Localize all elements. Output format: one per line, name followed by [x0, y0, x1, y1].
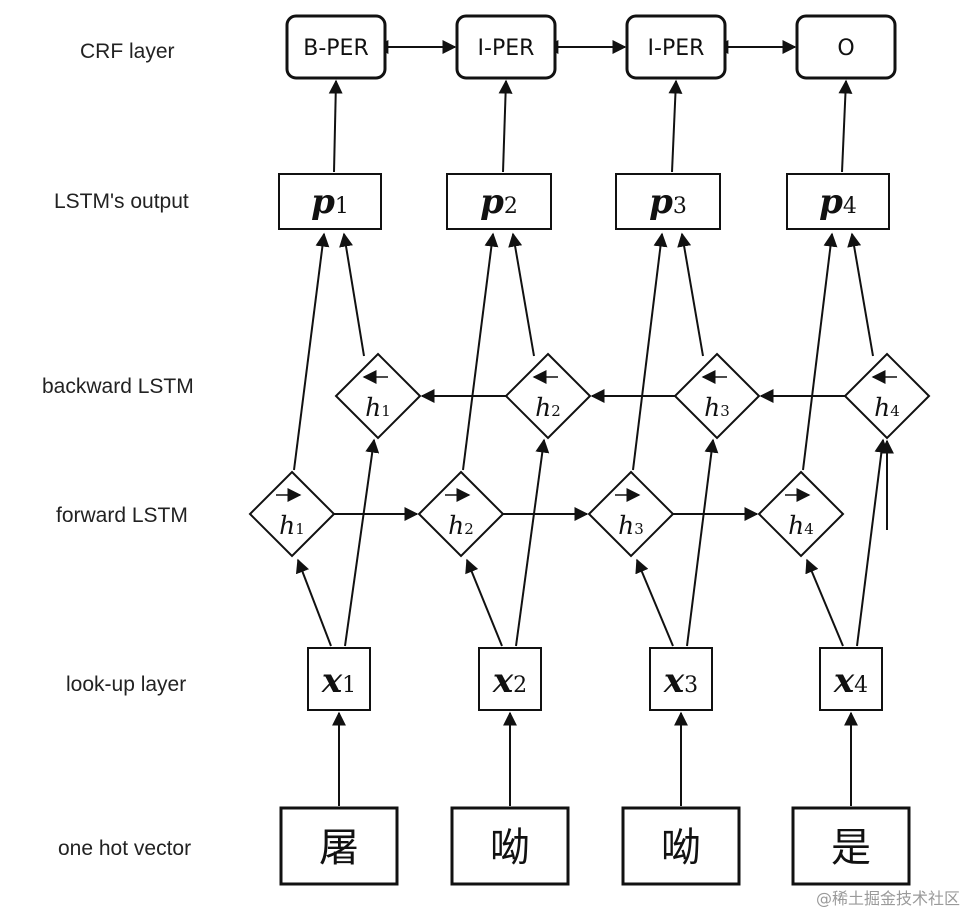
output-box-4 — [786, 173, 890, 230]
crf-tag-4: O — [837, 36, 854, 61]
output-label-2: p2 — [480, 182, 518, 222]
backward-node-3 — [673, 352, 761, 440]
arrow-lookup-to-backward-3 — [686, 438, 719, 647]
arrow-backward-to-output-3 — [677, 232, 704, 357]
crf-tag-1: B-PER — [303, 36, 368, 61]
arrow-output-to-crf-1 — [328, 79, 343, 173]
backward-label-2: h2 — [535, 393, 561, 422]
column-2: I-PER p2 h2 h2 x2 呦 — [417, 14, 592, 886]
arrow-lookup-to-forward-4 — [805, 558, 844, 647]
arrow-forward-to-output-1 — [293, 232, 330, 471]
forward-node-3 — [587, 470, 675, 558]
output-label-4: p4 — [819, 182, 857, 222]
output-box-2 — [446, 173, 552, 230]
onehot-char-4: 是 — [831, 825, 871, 871]
crf-tag-2: I-PER — [478, 36, 535, 61]
onehot-box-3 — [621, 806, 741, 886]
crf-tag-3: I-PER — [648, 36, 705, 61]
crf-tag-box-3 — [625, 14, 727, 80]
crf-tag-box-2 — [455, 14, 557, 80]
label-backward-lstm: backward LSTM — [42, 375, 194, 398]
arrow-forward-to-output-4 — [802, 232, 838, 471]
forward-node-1 — [248, 470, 336, 558]
output-label-1: p1 — [311, 182, 349, 222]
connections — [293, 40, 894, 806]
arrow-lookup-to-forward-3 — [635, 558, 674, 647]
lookup-label-2: x2 — [492, 661, 527, 701]
lookup-label-3: x3 — [663, 661, 698, 701]
arrow-forward-to-output-2 — [462, 232, 499, 471]
lookup-label-1: x1 — [321, 661, 356, 701]
arrow-output-to-crf-2 — [498, 79, 513, 173]
arrow-backward-to-output-1 — [339, 232, 365, 357]
crf-tag-box-4 — [795, 14, 897, 80]
lookup-box-4 — [819, 647, 883, 711]
onehot-box-4 — [791, 806, 911, 886]
arrow-output-to-crf-3 — [668, 79, 683, 173]
label-lookup-layer: look-up layer — [66, 673, 186, 696]
label-lstm-output: LSTM's output — [54, 190, 189, 213]
output-box-1 — [278, 173, 382, 230]
onehot-char-2: 呦 — [490, 825, 530, 871]
arrow-forward-to-output-3 — [632, 232, 668, 471]
forward-label-1: h1 — [279, 511, 305, 540]
label-crf-layer: CRF layer — [80, 40, 175, 63]
backward-label-1: h1 — [365, 393, 391, 422]
lookup-box-3 — [649, 647, 713, 711]
forward-label-3: h3 — [618, 511, 644, 540]
lookup-label-4: x4 — [833, 661, 868, 701]
onehot-box-1 — [279, 806, 399, 886]
backward-node-2 — [504, 352, 592, 440]
arrow-lookup-to-forward-1 — [295, 558, 332, 647]
column-4: O p4 h4 h4 x4 是 — [757, 14, 931, 886]
arrow-backward-to-output-2 — [508, 232, 535, 357]
label-one-hot-vector: one hot vector — [58, 837, 191, 860]
backward-label-4: h4 — [874, 393, 900, 422]
column-3: I-PER p3 h3 h3 x3 呦 — [587, 14, 761, 886]
label-forward-lstm: forward LSTM — [56, 504, 188, 527]
onehot-box-2 — [450, 806, 570, 886]
onehot-char-3: 呦 — [661, 825, 701, 871]
output-label-3: p3 — [649, 182, 687, 222]
arrow-backward-to-output-4 — [847, 232, 874, 357]
forward-node-4 — [757, 470, 845, 558]
arrow-lookup-to-backward-4 — [856, 438, 889, 647]
forward-label-2: h2 — [448, 511, 474, 540]
column-1: B-PER p1 h1 h1 x1 屠 — [248, 14, 422, 886]
watermark: @稀土掘金技术社区 — [816, 889, 960, 908]
backward-label-3: h3 — [704, 393, 730, 422]
arrow-lookup-to-backward-2 — [515, 438, 550, 647]
backward-node-1 — [334, 352, 422, 440]
crf-tag-box-1 — [285, 14, 387, 80]
forward-label-4: h4 — [788, 511, 814, 540]
arrow-lookup-to-backward-1 — [344, 438, 380, 647]
forward-node-2 — [417, 470, 505, 558]
lookup-box-2 — [478, 647, 542, 711]
onehot-char-1: 屠 — [319, 825, 359, 871]
arrow-output-to-crf-4 — [838, 79, 853, 173]
lookup-box-1 — [307, 647, 371, 711]
backward-node-4 — [843, 352, 931, 440]
arrow-lookup-to-forward-2 — [465, 558, 503, 647]
output-box-3 — [615, 173, 721, 230]
